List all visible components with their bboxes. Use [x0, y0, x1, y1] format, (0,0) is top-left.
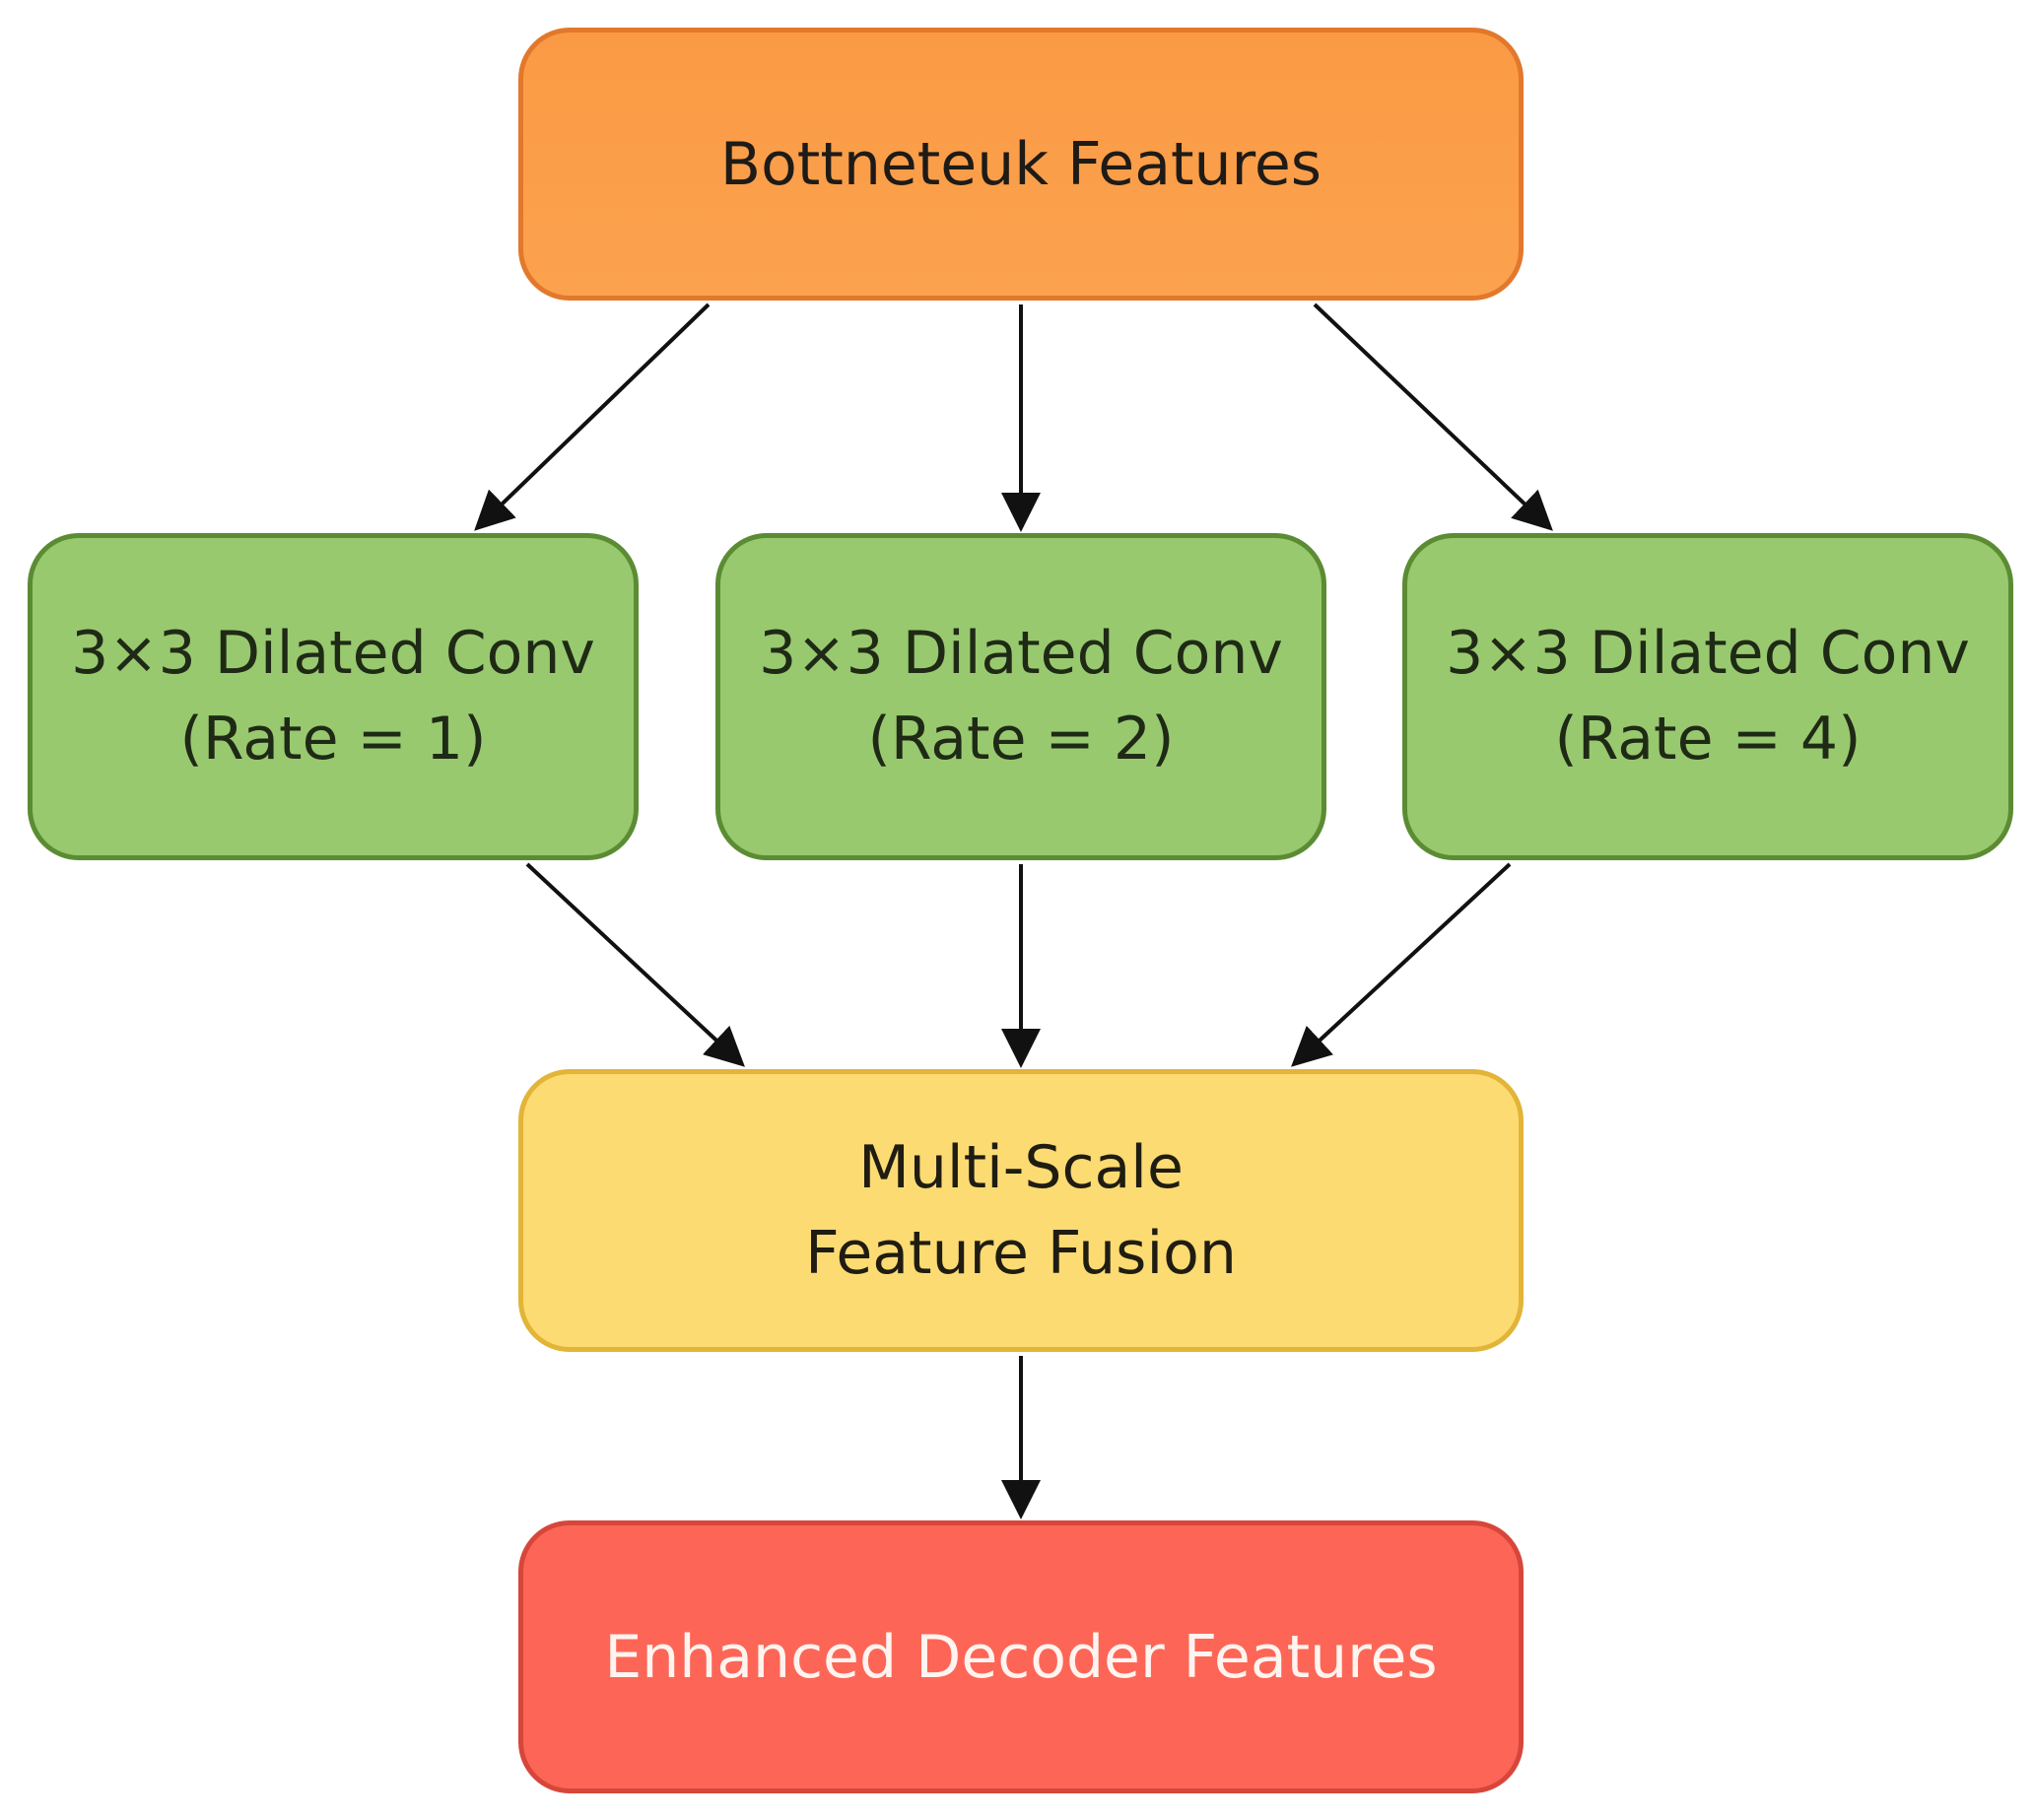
- enhanced-decoder-features-label: Enhanced Decoder Features: [604, 1622, 1438, 1692]
- dilated-conv-rate-2-node: 3×3 Dilated Conv (Rate = 2): [715, 533, 1326, 860]
- enhanced-decoder-features-node: Enhanced Decoder Features: [518, 1520, 1524, 1793]
- edge-conv1-to-fusion: [525, 862, 745, 1067]
- edge-bottleneck-to-conv3: [1313, 303, 1553, 531]
- dilated-conv-rate-4-title: 3×3 Dilated Conv: [1446, 619, 1970, 688]
- edge-bottleneck-to-conv1: [474, 303, 711, 531]
- feature-fusion-node: Multi-Scale Feature Fusion: [518, 1069, 1524, 1352]
- dilated-conv-rate-1-rate: (Rate = 1): [179, 705, 487, 774]
- dilated-conv-rate-4-node: 3×3 Dilated Conv (Rate = 4): [1402, 533, 2013, 860]
- dilated-conv-rate-2-title: 3×3 Dilated Conv: [759, 619, 1283, 688]
- bottleneck-features-node: Bottneteuk Features: [518, 28, 1524, 301]
- dilated-conv-rate-1-title: 3×3 Dilated Conv: [71, 619, 595, 688]
- dilated-conv-rate-2-rate: (Rate = 2): [867, 705, 1175, 774]
- edge-conv3-to-fusion: [1291, 862, 1512, 1067]
- bottleneck-features-label: Bottneteuk Features: [719, 129, 1322, 199]
- feature-fusion-line1: Multi-Scale: [858, 1132, 1184, 1202]
- dilated-conv-rate-1-node: 3×3 Dilated Conv (Rate = 1): [28, 533, 639, 860]
- feature-fusion-line2: Feature Fusion: [805, 1218, 1237, 1288]
- dilated-conv-rate-4-rate: (Rate = 4): [1554, 705, 1862, 774]
